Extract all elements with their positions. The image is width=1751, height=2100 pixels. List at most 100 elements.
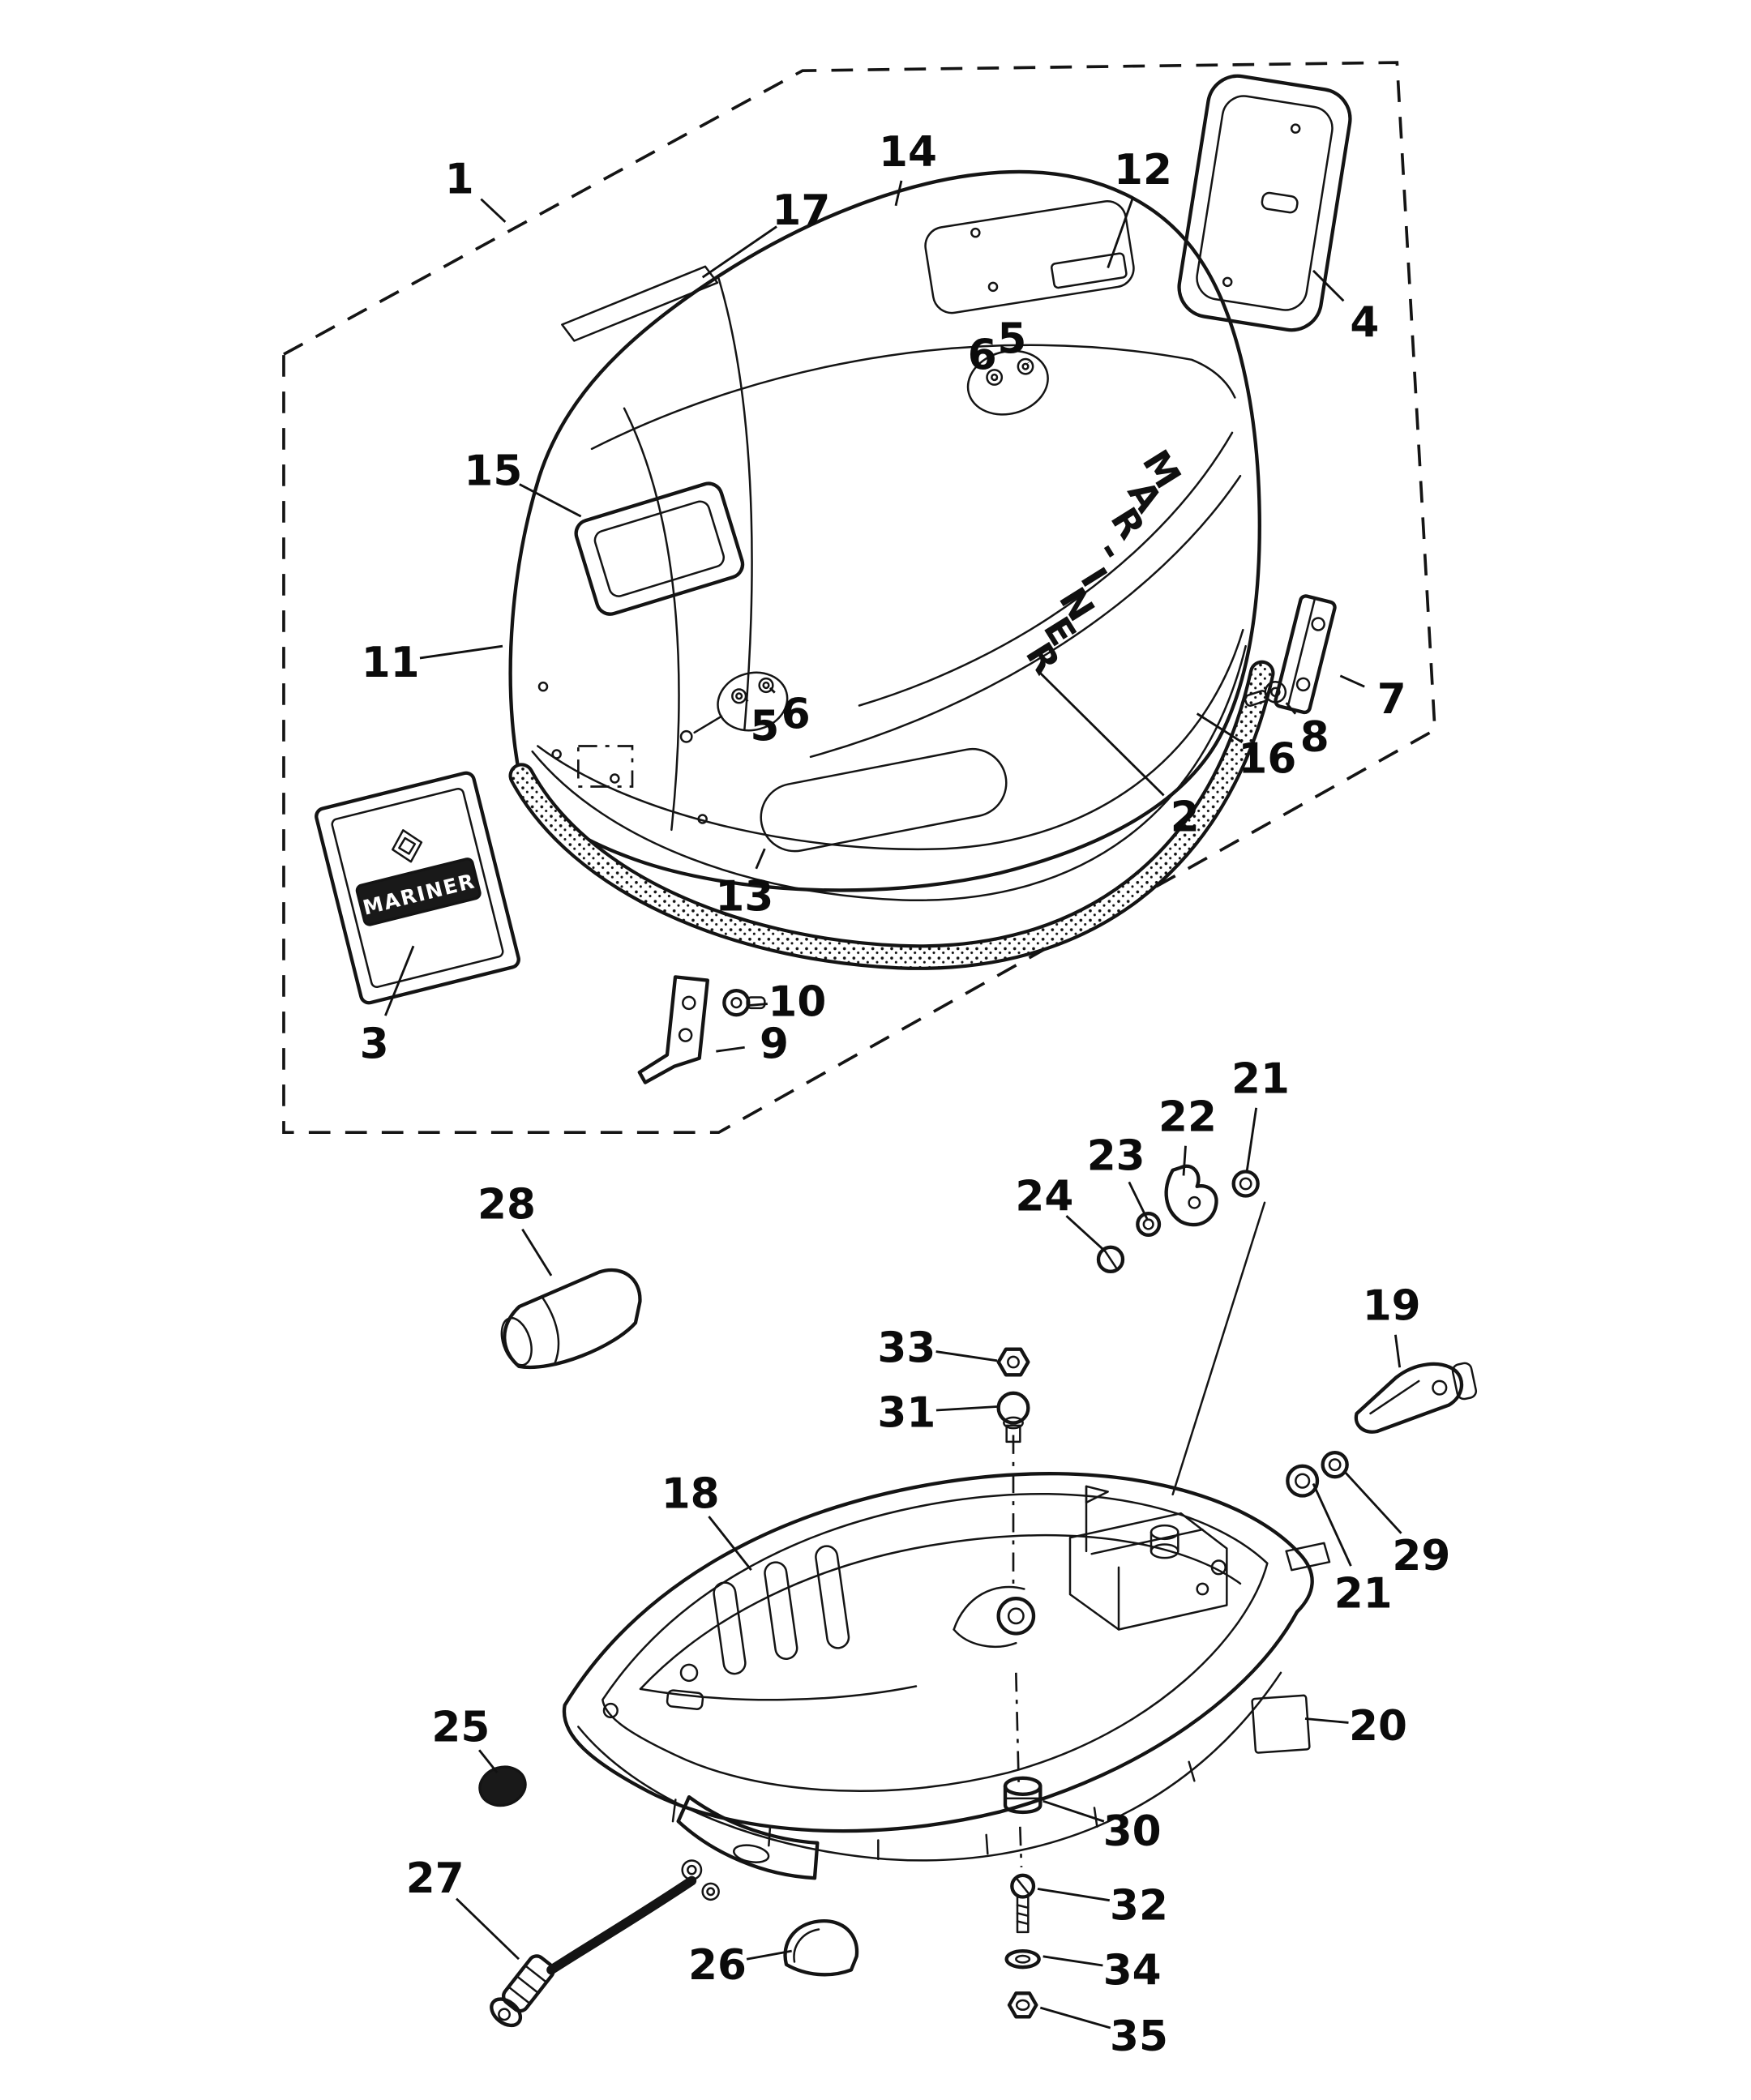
mariner-decal: MARINER — [315, 771, 520, 1005]
callout-leader-29 — [1344, 1472, 1402, 1534]
latch-hardware-top — [1096, 1164, 1266, 1496]
plate-outline — [717, 671, 789, 732]
callout-leader-20 — [1304, 1717, 1349, 1724]
callout-label-33: 33 — [877, 1324, 935, 1372]
callout-label-23: 23 — [1087, 1132, 1145, 1181]
screw-5 — [1017, 357, 1034, 375]
thread — [1016, 1912, 1030, 1918]
callout-label-5: 5 — [997, 314, 1026, 363]
screw-center — [730, 997, 743, 1009]
nut-hex — [1007, 1991, 1038, 2019]
bottom-cowl-inner-rim — [602, 1492, 1269, 1793]
callout-label-9: 9 — [760, 1020, 789, 1068]
grommet-head — [996, 1391, 1030, 1425]
callout-leader-6 — [995, 378, 998, 381]
callout-label-29: 29 — [1392, 1532, 1450, 1580]
callout-leader-5 — [744, 698, 749, 703]
rim-hole — [1210, 1559, 1227, 1576]
screw-pointer-line — [693, 715, 723, 734]
screw-6 — [986, 369, 1004, 386]
callout-label-22: 22 — [1158, 1093, 1217, 1141]
box-line — [1090, 1528, 1204, 1555]
callout-leader-17 — [701, 225, 777, 279]
screw-5b — [731, 688, 747, 704]
callout-leader-18 — [708, 1516, 752, 1572]
ring-terminal — [701, 1882, 720, 1901]
callout-label-13: 13 — [715, 873, 773, 922]
connector-tip — [490, 1997, 523, 2028]
bottom-cowl-skirt — [577, 1671, 1282, 1862]
callout-leader-2 — [1039, 672, 1165, 797]
latch-hole — [1188, 1195, 1201, 1209]
callout-label-19: 19 — [1363, 1282, 1421, 1331]
cap-crease — [793, 1928, 820, 1963]
washer-21b — [1286, 1464, 1320, 1498]
seal-band-outline — [508, 660, 1275, 970]
decal-band — [355, 858, 482, 926]
callout-label-11: 11 — [362, 639, 420, 687]
screw-6-center — [991, 373, 999, 382]
callout-leader-12 — [1107, 196, 1135, 268]
callout-label-34: 34 — [1103, 1947, 1162, 1995]
connector-rib — [524, 1964, 548, 1983]
bracket-plate — [1274, 594, 1337, 715]
left-tip-hole — [602, 1702, 619, 1719]
washer-inner — [1015, 1954, 1031, 1964]
connector-body — [501, 1954, 555, 2013]
decal-outer — [315, 771, 520, 1005]
dashed-boundary — [282, 61, 1436, 1134]
screw-6b — [758, 677, 774, 694]
screw-shaft — [746, 996, 766, 1010]
callout-label-28: 28 — [477, 1181, 536, 1230]
callout-label-21: 21 — [1334, 1570, 1393, 1619]
callout-label-24: 24 — [1015, 1173, 1073, 1221]
bracket-hole — [678, 1028, 693, 1042]
top-cowl-assembly-boundary — [282, 61, 1436, 1134]
screw-plate-top — [966, 349, 1049, 416]
callout-leader-30 — [1042, 1799, 1105, 1823]
callout-label-16: 16 — [1238, 735, 1296, 784]
lower-flange — [531, 644, 1247, 901]
callout-label-6: 6 — [781, 691, 811, 739]
loose-screw — [679, 729, 693, 743]
callout-leader-28 — [521, 1228, 553, 1277]
washer-outer — [1321, 1451, 1349, 1479]
screw-24 — [1096, 1245, 1125, 1274]
clip-center — [1270, 686, 1281, 698]
washer-23 — [1136, 1212, 1162, 1237]
wiring-harness-27 — [490, 1859, 720, 2028]
callout-label-21: 21 — [1231, 1055, 1290, 1104]
seal-back-rim — [537, 628, 1244, 851]
latch-19 — [1354, 1362, 1478, 1434]
plate-hole — [1290, 123, 1301, 134]
callout-leader-21 — [1312, 1482, 1352, 1567]
callout-leader-14 — [894, 180, 903, 207]
callout-leader-13 — [755, 848, 766, 870]
thread — [1016, 1920, 1030, 1926]
callout-label-18: 18 — [661, 1469, 720, 1518]
callout-label-7: 7 — [1377, 675, 1406, 724]
callout-leader-27 — [456, 1897, 520, 1961]
callout-label-15: 15 — [464, 447, 522, 496]
ring-terminal-hole — [687, 1864, 697, 1875]
washer-inner — [1142, 1218, 1154, 1230]
screw-5b-center — [735, 692, 743, 700]
callout-leader-26 — [746, 1949, 792, 1961]
plate-inner — [1196, 95, 1334, 311]
screw-shaft — [1016, 1896, 1030, 1934]
interior-rib — [713, 1581, 747, 1675]
callout-label-1: 1 — [445, 156, 474, 204]
nut-center — [1007, 1355, 1020, 1369]
plate-outer — [1177, 74, 1352, 332]
decal-inner — [331, 788, 504, 988]
alignment-line — [1171, 1201, 1266, 1496]
screw-head — [1096, 1245, 1125, 1274]
cap-crease — [540, 1295, 560, 1365]
ring-terminal-hole — [706, 1887, 716, 1897]
stripe-upper — [858, 431, 1234, 707]
callout-label-10: 10 — [768, 978, 826, 1027]
cowl-logo-text: MAR-INER — [1017, 443, 1190, 682]
front-bracket — [637, 975, 709, 1084]
